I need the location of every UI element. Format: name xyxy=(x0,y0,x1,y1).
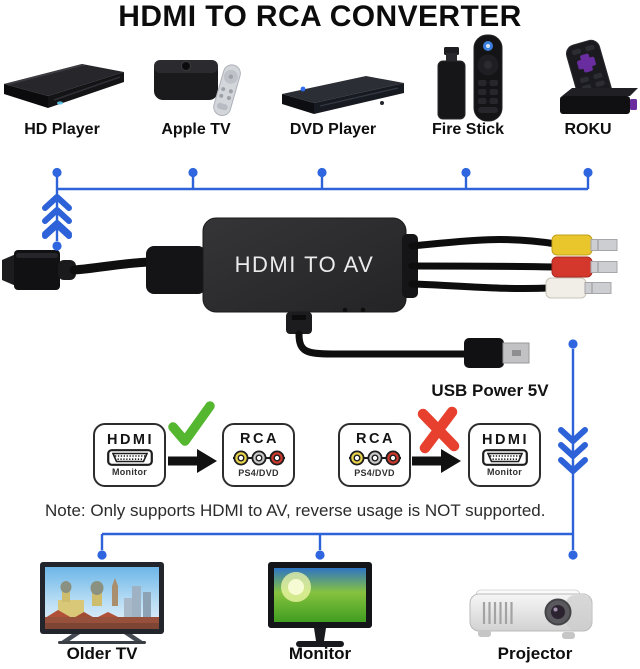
source-label-roku: ROKU xyxy=(564,121,612,138)
roku-image xyxy=(560,39,638,114)
badge-subtitle: Monitor xyxy=(486,467,523,478)
output-label-older-tv: Older TV xyxy=(66,644,138,663)
monitor-image xyxy=(268,562,372,647)
rca-connector-icon xyxy=(348,450,401,466)
converter-image xyxy=(2,217,618,368)
usb-power-label: USB Power 5V xyxy=(431,381,549,400)
output-label-monitor: Monitor xyxy=(288,644,352,663)
connector-dot xyxy=(97,550,107,560)
hdmi-badge-unsupported: HDMI Monitor xyxy=(468,423,541,487)
arrow-right-icon xyxy=(412,449,461,473)
check-icon xyxy=(168,401,215,446)
badge-title: RCA xyxy=(240,431,279,448)
rca-plug-red xyxy=(551,256,618,278)
projector-image xyxy=(469,589,593,639)
badge-title: RCA xyxy=(356,431,395,448)
connector-dot xyxy=(461,167,471,178)
fire-stick-image xyxy=(437,34,503,122)
apple-tv-image xyxy=(154,60,241,117)
source-label-hd-player: HD Player xyxy=(24,121,100,138)
rca-plug-yellow xyxy=(551,234,618,256)
cross-icon xyxy=(417,406,460,454)
connector-dot xyxy=(188,167,198,178)
hdmi-connector-icon xyxy=(481,449,528,467)
arrow-right-icon xyxy=(168,449,217,473)
rca-plug-white xyxy=(545,277,612,299)
connector-dot xyxy=(568,550,578,560)
hdmi-plug xyxy=(2,246,206,294)
rca-connector-icon xyxy=(232,450,285,466)
connector-dot xyxy=(315,550,325,560)
usage-note: Note: Only supports HDMI to AV, reverse … xyxy=(45,501,546,520)
badge-subtitle: Monitor xyxy=(111,467,148,478)
hdmi-connector-icon xyxy=(106,449,153,467)
badge-title: HDMI xyxy=(106,431,155,448)
older-tv-image xyxy=(40,562,164,644)
connector-dot xyxy=(52,167,62,178)
hd-player-image xyxy=(4,64,124,108)
output-label-projector: Projector xyxy=(497,644,573,663)
badge-subtitle: PS4/DVD xyxy=(354,467,395,478)
usb-power-plug xyxy=(286,312,530,368)
converter-model-label: HDMI TO AV xyxy=(234,252,375,277)
source-label-fire-stick: Fire Stick xyxy=(431,121,505,138)
badge-subtitle: PS4/DVD xyxy=(238,467,279,478)
rca-badge-supported: RCA PS4/DVD xyxy=(222,423,295,487)
connector-dot xyxy=(583,167,593,178)
dvd-player-image xyxy=(282,76,404,114)
connector-dot xyxy=(317,167,327,178)
hdmi-badge-supported: HDMI Monitor xyxy=(93,423,166,487)
down-chevrons-icon xyxy=(558,427,588,474)
source-label-apple-tv: Apple TV xyxy=(161,121,231,138)
rca-badge-unsupported: RCA PS4/DVD xyxy=(338,423,411,487)
page-title: HDMI TO RCA CONVERTER xyxy=(118,0,522,33)
badge-title: HDMI xyxy=(481,431,530,448)
source-label-dvd-player: DVD Player xyxy=(289,121,377,138)
